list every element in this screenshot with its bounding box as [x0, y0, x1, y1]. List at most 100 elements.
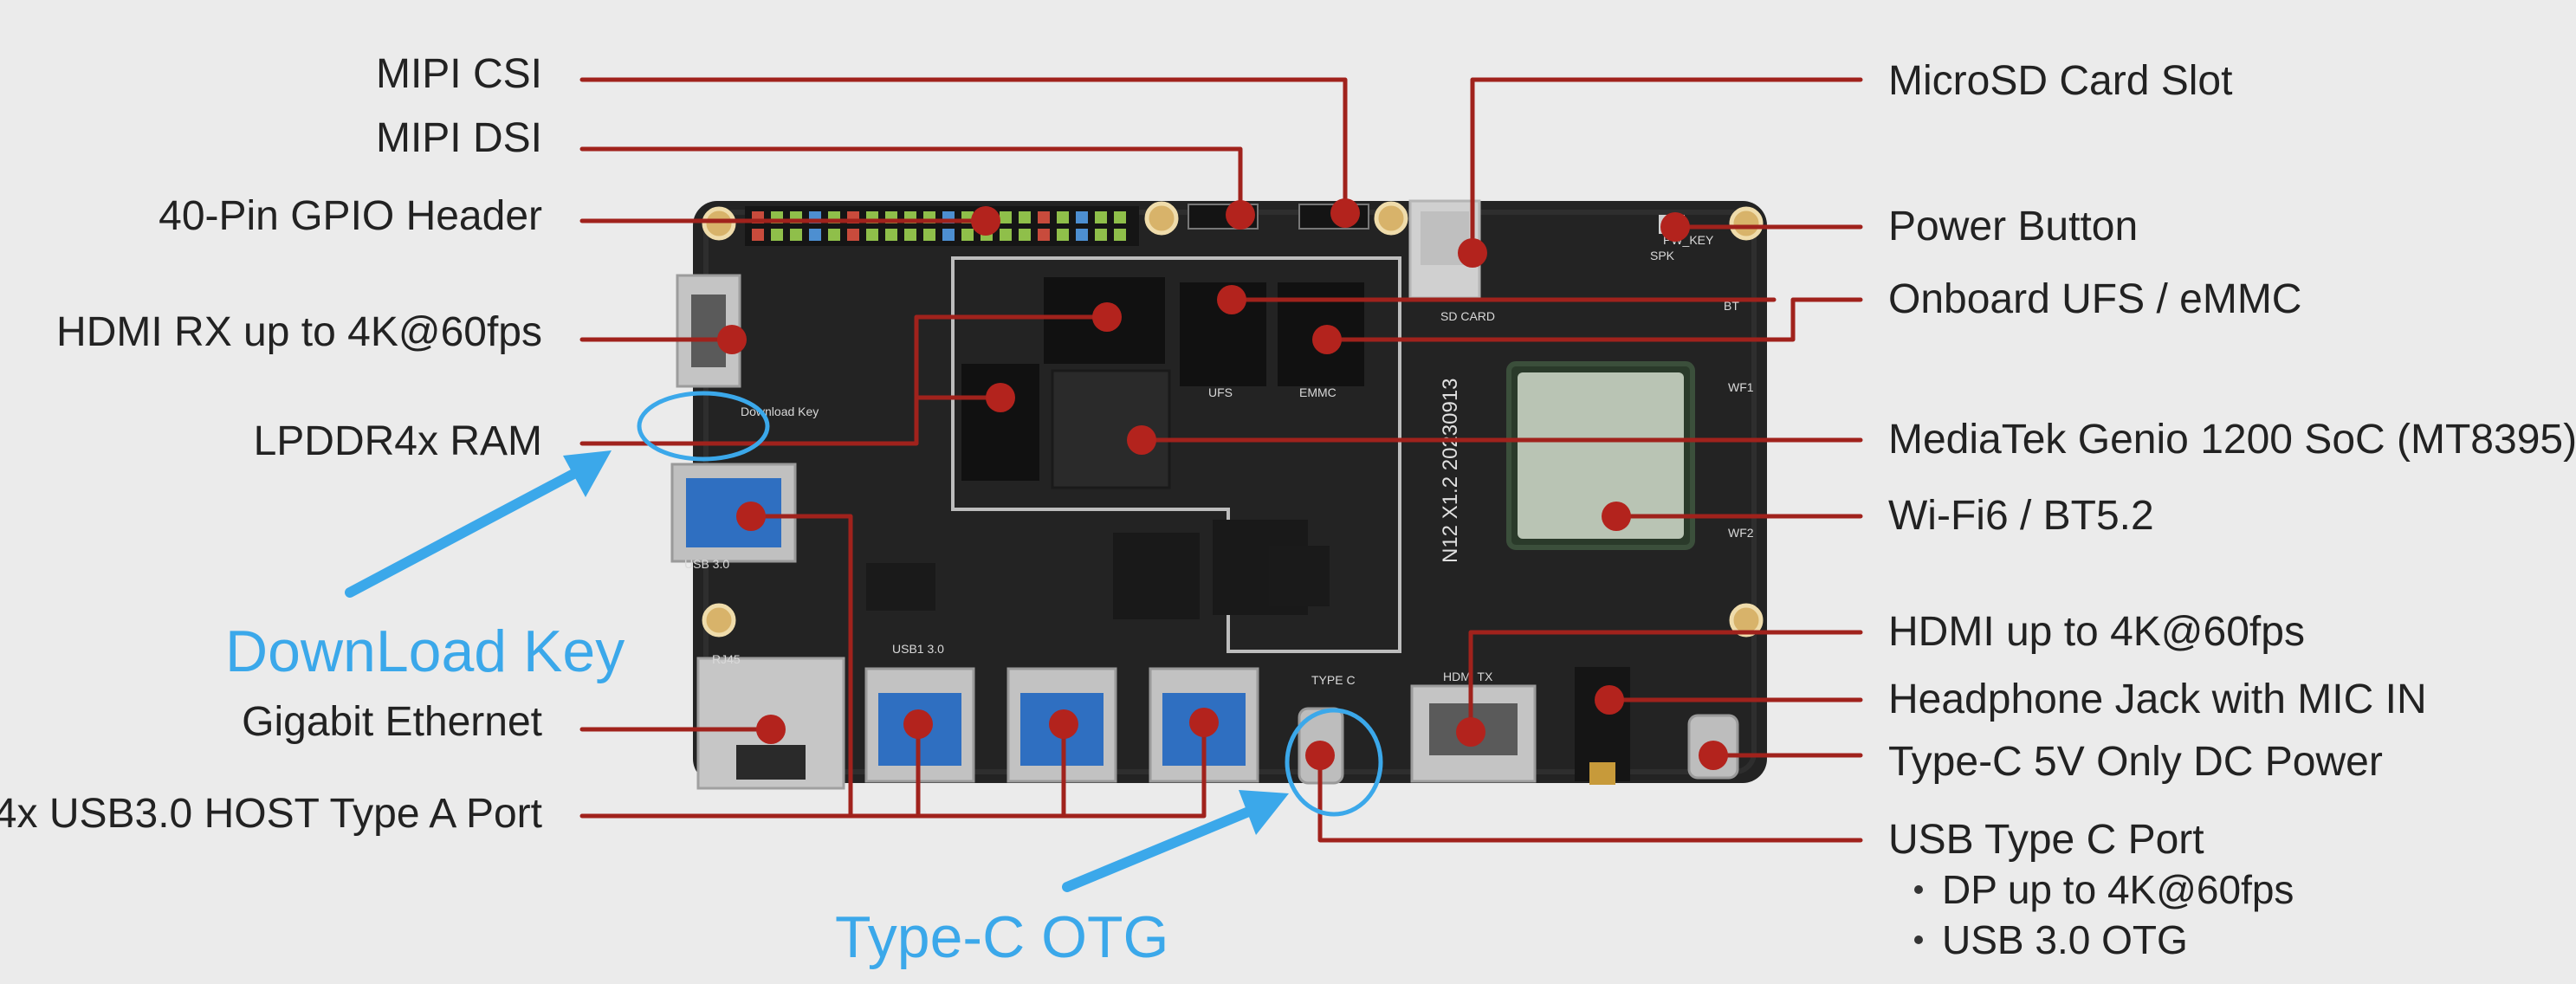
bullet-dot — [1914, 935, 1923, 944]
download-key-highlight — [637, 391, 770, 462]
silkscreen-wf1: WF1 — [1728, 380, 1754, 394]
silkscreen-hdmi-tx: HDMI TX — [1443, 670, 1493, 683]
leader-mipi-dsi — [579, 146, 1243, 217]
dot-mipi-dsi — [1226, 200, 1255, 230]
dot-hdmi-rx — [717, 325, 747, 354]
leader-ufs — [1324, 297, 1863, 342]
gpio-pin — [1057, 211, 1069, 223]
dot-ram-1 — [1092, 302, 1122, 332]
label-dc-power: Type-C 5V Only DC Power — [1888, 739, 2383, 785]
gpio-header — [745, 206, 1139, 246]
usb-c-bullet-otg: USB 3.0 OTG — [1914, 920, 2188, 960]
label-mipi-dsi: MIPI DSI — [375, 115, 542, 161]
gpio-pin — [847, 229, 859, 241]
leader-microsd — [1470, 77, 1863, 256]
gpio-pin — [923, 229, 935, 241]
leader-lpddr — [579, 314, 1110, 446]
dot-microsd — [1458, 238, 1487, 268]
gpio-pin — [885, 229, 897, 241]
gpio-pin — [1095, 229, 1107, 241]
usb-c-bullet-dp: DP up to 4K@60fps — [1914, 870, 2294, 910]
gpio-pin — [1076, 211, 1088, 223]
dot-emmc — [1312, 325, 1342, 354]
soc-chip — [1051, 369, 1171, 489]
type-c-otg-arrowhead — [1239, 790, 1289, 835]
gpio-pin — [904, 229, 916, 241]
silkscreen-type-c-otg: TYPE C — [1311, 673, 1356, 687]
label-headphone-jack: Headphone Jack with MIC IN — [1888, 676, 2427, 722]
dot-hdmi-out — [1456, 717, 1485, 747]
dot-usb-left — [736, 502, 766, 531]
label-onboard-ufs-emmc: Onboard UFS / eMMC — [1888, 276, 2302, 322]
callout-type-c-otg: Type-C OTG — [835, 904, 1169, 970]
label-wifi-bt: Wi-Fi6 / BT5.2 — [1888, 493, 2154, 539]
dot-ethernet — [756, 715, 786, 744]
board-pcb — [693, 201, 1767, 783]
bullet-dot — [1914, 884, 1923, 894]
wifi-module-shield — [1518, 372, 1684, 539]
bullet-dp-text: DP up to 4K@60fps — [1942, 867, 2294, 912]
gpio-pin — [1076, 229, 1088, 241]
dot-power — [1660, 212, 1690, 242]
silkscreen-rev: N12 X1.2 20230913 — [1439, 378, 1462, 563]
gpio-pin — [1038, 211, 1050, 223]
label-usb-type-c: USB Type C Port — [1888, 817, 2204, 863]
gpio-pin — [1019, 229, 1031, 241]
label-hdmi-rx: HDMI RX up to 4K@60fps — [56, 309, 542, 355]
download-key-arrow-shaft — [345, 466, 584, 598]
dot-headphone — [1595, 685, 1624, 715]
gpio-pin — [1057, 229, 1069, 241]
silkscreen-spk: SPK — [1650, 249, 1675, 262]
gpio-pin — [809, 229, 821, 241]
label-mipi-csi: MIPI CSI — [375, 51, 542, 97]
gpio-pin — [866, 229, 878, 241]
leader-lines — [579, 77, 1863, 843]
gpio-pin — [771, 229, 783, 241]
silkscreen-ufs: UFS — [1208, 385, 1233, 399]
gpio-pin — [1000, 211, 1012, 223]
label-lpddr4x-ram: LPDDR4x RAM — [253, 418, 542, 464]
dot-usb-3 — [1189, 708, 1219, 737]
dot-dc-power — [1699, 741, 1728, 770]
blue-callouts — [345, 391, 1383, 892]
gpio-pin — [1019, 211, 1031, 223]
type-c-otg-arrow-shaft — [1062, 806, 1256, 892]
label-soc: MediaTek Genio 1200 SoC (MT8395) — [1888, 417, 2576, 463]
silkscreen-emmc: EMMC — [1299, 385, 1337, 399]
dot-soc — [1127, 425, 1156, 455]
type-c-otg-highlight — [1285, 708, 1383, 817]
leader-hdmi-out — [1468, 630, 1863, 735]
dot-ufs — [1217, 285, 1246, 314]
compute-module-outline — [951, 256, 1401, 653]
ram-chip-2 — [961, 364, 1039, 481]
gpio-pin — [961, 229, 974, 241]
leader-mipi-csi — [579, 77, 1348, 216]
mounting-holes — [702, 201, 1764, 638]
silkscreen-usb3: USB 3.0 — [684, 557, 729, 571]
gpio-pin — [942, 229, 955, 241]
gpio-pin — [1095, 211, 1107, 223]
leader-usb-host — [579, 720, 1207, 819]
dot-usb-c — [1305, 741, 1335, 770]
silkscreen-usb: USB1 3.0 — [892, 642, 944, 656]
leader-usb-c — [1317, 753, 1863, 843]
dot-mipi-csi — [1330, 198, 1360, 228]
gpio-pin — [1114, 211, 1126, 223]
dot-usb-1 — [903, 709, 933, 739]
gpio-pin — [790, 229, 802, 241]
silkscreen-wf2: WF2 — [1728, 526, 1754, 540]
download-key-arrowhead — [563, 450, 612, 497]
silkscreen-sd-card: SD CARD — [1440, 309, 1495, 323]
label-hdmi-out: HDMI up to 4K@60fps — [1888, 609, 2305, 655]
label-usb-host-ports: 4x USB3.0 HOST Type A Port — [0, 791, 542, 837]
gpio-pin — [828, 229, 840, 241]
dot-wifi — [1602, 502, 1631, 531]
bullet-otg-text: USB 3.0 OTG — [1942, 917, 2188, 962]
leader-dots — [717, 198, 1728, 770]
callout-download-key: DownLoad Key — [225, 618, 625, 684]
label-power-button: Power Button — [1888, 204, 2139, 249]
silkscreen-bt: BT — [1724, 299, 1739, 313]
dot-usb-2 — [1049, 709, 1078, 739]
